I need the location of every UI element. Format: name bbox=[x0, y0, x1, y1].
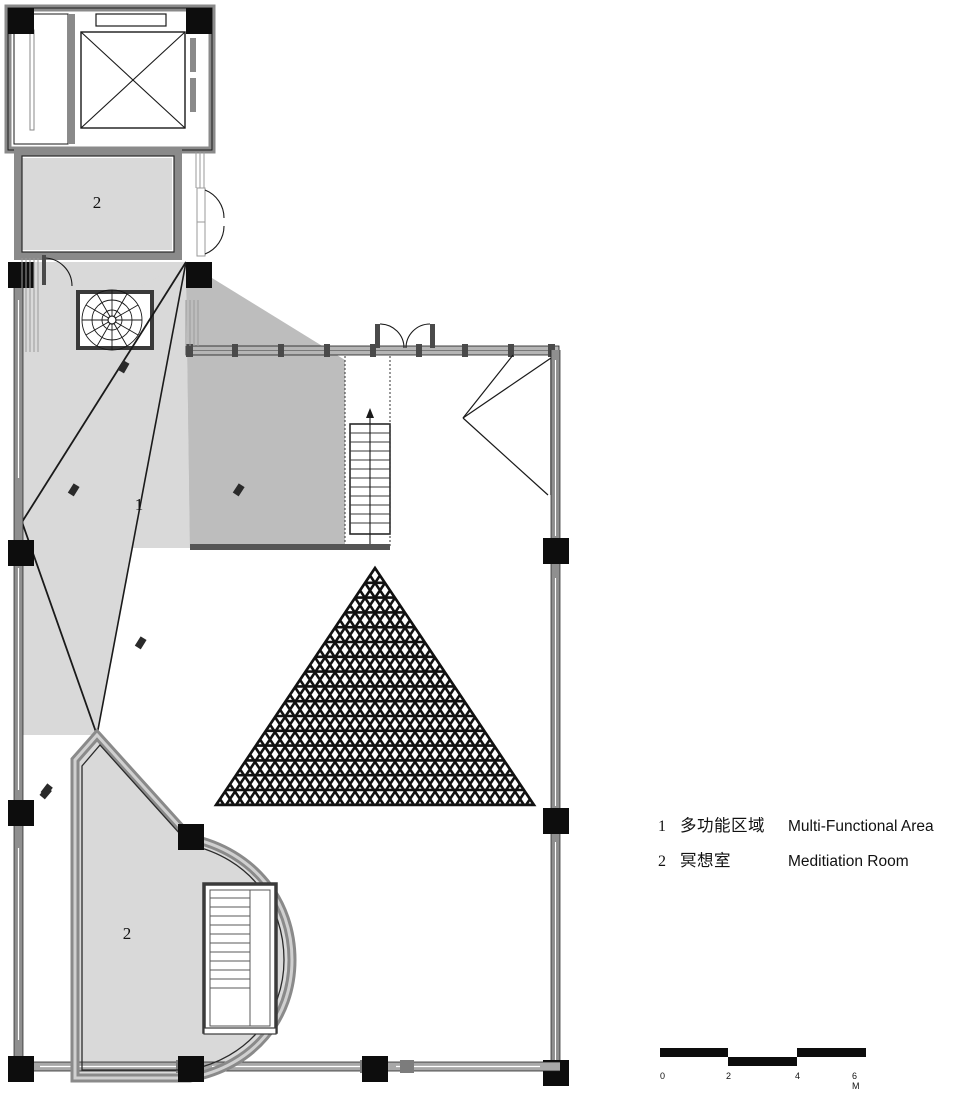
legend-english-2: Meditiation Room bbox=[788, 853, 909, 870]
med-stair-landing bbox=[203, 1027, 277, 1035]
column-right-820 bbox=[543, 808, 569, 834]
straight-stair-main bbox=[344, 356, 391, 548]
door-arc-right bbox=[405, 323, 431, 349]
legend-chinese-1: 多功能区域 bbox=[680, 816, 765, 835]
door-swing-a bbox=[204, 189, 225, 219]
scale-seg-0-2 bbox=[660, 1048, 728, 1057]
scale-tick-6: 6 M bbox=[852, 1071, 860, 1091]
room-label-1: 1 bbox=[135, 495, 144, 514]
scale-bar: 0 2 4 6 M bbox=[660, 1048, 880, 1091]
room-label-2-upper: 2 bbox=[93, 193, 102, 212]
legend: 1 多功能区域 Multi-Functional Area 2 冥想室 Medi… bbox=[658, 812, 958, 882]
legend-number-2: 2 bbox=[658, 853, 666, 870]
door-frame-b bbox=[196, 221, 206, 257]
elevator-cross-b bbox=[80, 31, 186, 129]
column-med-left bbox=[8, 800, 34, 826]
column-tr bbox=[186, 8, 212, 34]
column-med-peak bbox=[178, 824, 204, 850]
bottom-wall-lines bbox=[14, 1061, 560, 1072]
core-left-partition bbox=[29, 29, 35, 131]
room2-inner-line bbox=[21, 155, 175, 253]
med-stair-inner bbox=[209, 889, 271, 1027]
fill-hall-left bbox=[22, 262, 186, 735]
door-swing-room2 bbox=[43, 257, 73, 287]
door-leaf-right bbox=[430, 324, 435, 348]
core-divider-wall bbox=[68, 14, 75, 144]
diagonal-main bbox=[96, 261, 187, 736]
door-leaf-left bbox=[375, 324, 380, 348]
scale-bar-labels: 0 2 4 6 M bbox=[660, 1071, 866, 1091]
room-label-2-lower: 2 bbox=[123, 924, 132, 943]
column-left-548 bbox=[8, 540, 34, 566]
med-room-wall-cavity bbox=[73, 732, 294, 1080]
core-right-jamb-bottom bbox=[190, 78, 196, 112]
stair-main-arrow-head bbox=[366, 408, 374, 418]
column-med-br bbox=[178, 1056, 204, 1082]
column-mid-262 bbox=[186, 262, 212, 288]
scale-tick-4: 4 bbox=[795, 1071, 801, 1081]
room2-floor bbox=[26, 160, 170, 248]
upper-core bbox=[4, 4, 216, 288]
meditation-room: 2 bbox=[8, 728, 297, 1083]
elevator-lintel bbox=[95, 13, 167, 27]
mid-wall-548 bbox=[190, 544, 390, 550]
column-med-bl bbox=[8, 1056, 34, 1082]
scale-seg-2-4 bbox=[728, 1057, 797, 1066]
right-wall-lines bbox=[550, 350, 561, 1082]
left-wall-lines bbox=[13, 288, 24, 1056]
column-bottom-375 bbox=[362, 1056, 388, 1082]
legend-row-2: 2 冥想室 Meditiation Room bbox=[658, 847, 958, 871]
legend-row-1: 1 多功能区域 Multi-Functional Area bbox=[658, 812, 958, 836]
diagonal-lower-seg bbox=[21, 521, 98, 736]
med-stair-treads bbox=[210, 897, 250, 989]
scale-tick-2: 2 bbox=[726, 1071, 732, 1081]
top-left-mullion-stub bbox=[185, 300, 199, 346]
door-swing-b bbox=[204, 225, 225, 255]
diagonal-upper-seg bbox=[21, 261, 187, 523]
legend-chinese-2: 冥想室 bbox=[680, 851, 731, 870]
column-tl bbox=[8, 8, 34, 34]
room-2-upper: 2 bbox=[14, 148, 182, 352]
spiral-newel bbox=[107, 315, 117, 325]
spiral-staircase bbox=[76, 289, 154, 351]
entry-doors-upper bbox=[195, 152, 225, 257]
med-dim-tick bbox=[40, 783, 53, 797]
column-right-548 bbox=[543, 538, 569, 564]
double-swing-doors-top bbox=[375, 323, 435, 349]
med-room-wall-inner bbox=[81, 744, 285, 1071]
door-leaf-room2 bbox=[42, 255, 46, 285]
fill-hall-dark-region bbox=[186, 262, 345, 548]
right-curtain-wall bbox=[543, 350, 569, 1086]
scale-tick-0: 0 bbox=[660, 1071, 666, 1081]
scale-seg-4-6 bbox=[797, 1048, 866, 1057]
door-frame-a bbox=[196, 187, 206, 223]
mid-wall-band bbox=[190, 544, 390, 550]
room2-wall bbox=[14, 148, 182, 260]
spiral-treads bbox=[81, 289, 143, 351]
door-mullions bbox=[195, 152, 205, 188]
truss-outline bbox=[213, 565, 537, 807]
door-arc-left bbox=[379, 323, 405, 349]
scale-bar-graphic bbox=[660, 1048, 866, 1066]
core-right-jamb-top bbox=[190, 38, 196, 72]
legend-number-1: 1 bbox=[658, 818, 666, 835]
legend-english-1: Multi-Functional Area bbox=[788, 818, 934, 835]
